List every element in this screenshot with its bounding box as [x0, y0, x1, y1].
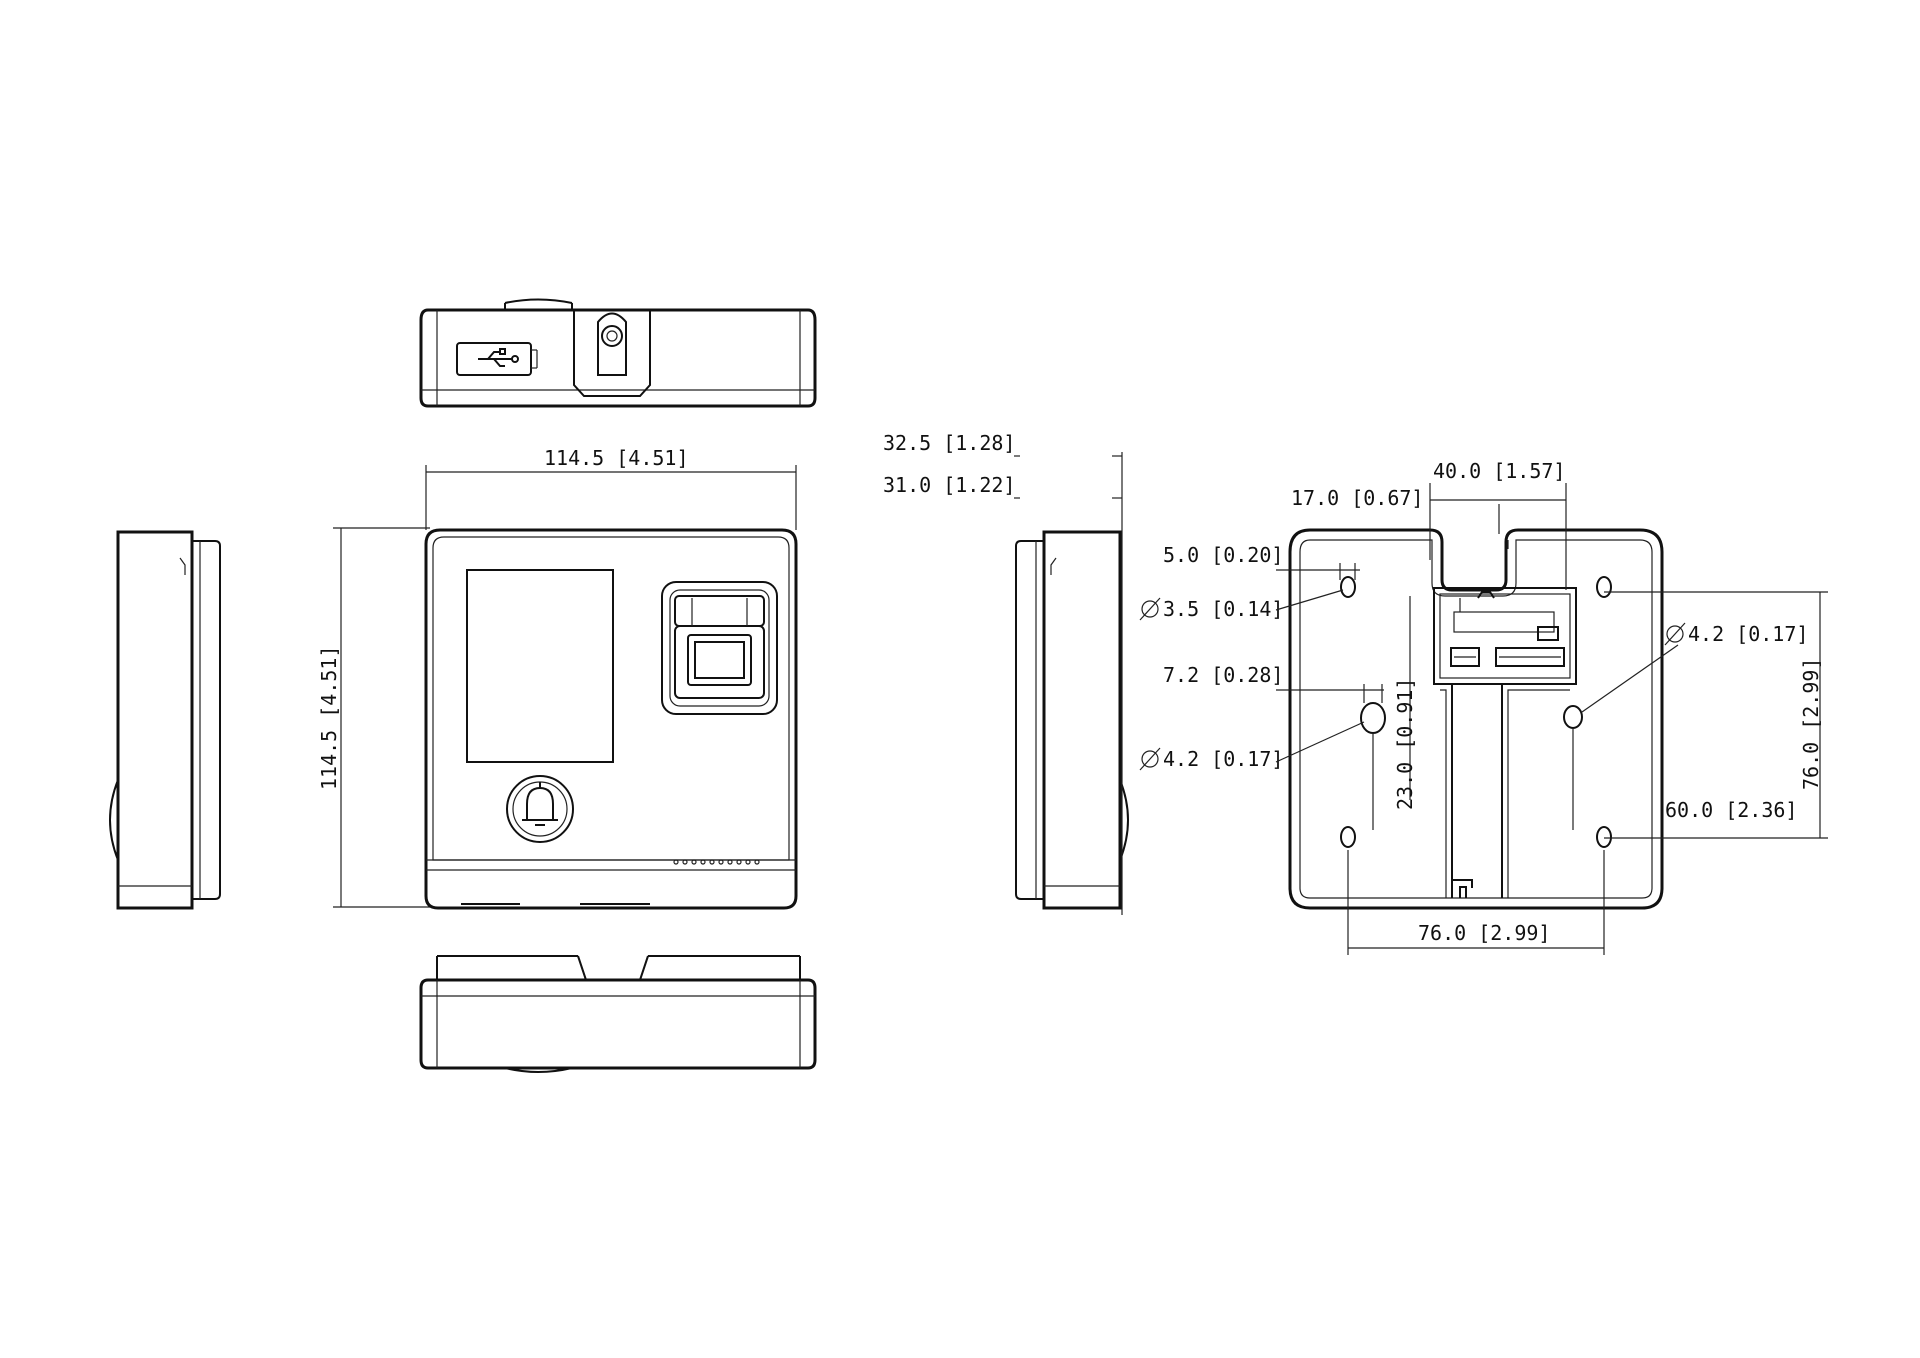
usb-icon: [478, 348, 519, 367]
side-depth-total-label: 32.5 [1.28]: [883, 431, 1015, 455]
back-view: [1288, 528, 1664, 910]
back-dimensions: 17.0 [0.67] 40.0 [1.57] 5.0 [0.20] 3.5 […: [1139, 459, 1828, 955]
side-depth-body-label: 31.0 [1.22]: [883, 473, 1015, 497]
diameter-icon: [1139, 597, 1161, 621]
diameter-icon: [1139, 747, 1161, 771]
back-connector-width-label: 40.0 [1.57]: [1433, 459, 1565, 483]
indicator-dots: [673, 859, 760, 865]
right-side-view: [1015, 452, 1129, 915]
doorbell-button: [506, 775, 574, 843]
top-view: [419, 298, 817, 408]
back-hole-spacing-vertical-label: 76.0 [2.99]: [1799, 658, 1823, 790]
back-slot-width-label: 7.2 [0.28]: [1163, 663, 1283, 687]
front-height-dimension: 114.5 [4.51]: [317, 527, 430, 908]
back-hole-spacing-horizontal-label: 76.0 [2.99]: [1418, 921, 1550, 945]
back-top-offset-label: 17.0 [0.67]: [1291, 486, 1423, 510]
fingerprint-sensor: [661, 581, 778, 715]
front-view: [424, 528, 798, 910]
front-width-dimension: 114.5 [4.51]: [425, 446, 797, 530]
back-vertical-offset-label: 23.0 [0.91]: [1393, 678, 1417, 810]
back-small-hole-dia-label: 3.5 [0.14]: [1163, 597, 1283, 621]
back-center-to-bottom-label: 60.0 [2.36]: [1665, 798, 1797, 822]
diameter-icon: [1664, 622, 1686, 646]
front-width-label: 114.5 [4.51]: [544, 446, 689, 470]
back-large-hole-dia-right-label: 4.2 [0.17]: [1688, 622, 1808, 646]
back-hole-offset-label: 5.0 [0.20]: [1163, 543, 1283, 567]
bell-icon: [522, 782, 558, 826]
side-depth-dimensions: 32.5 [1.28] 31.0 [1.22]: [883, 431, 1122, 499]
left-side-view: [109, 530, 221, 910]
back-large-hole-dia-left-label: 4.2 [0.17]: [1163, 747, 1283, 771]
front-height-label: 114.5 [4.51]: [317, 646, 341, 791]
bottom-view: [419, 955, 817, 1073]
